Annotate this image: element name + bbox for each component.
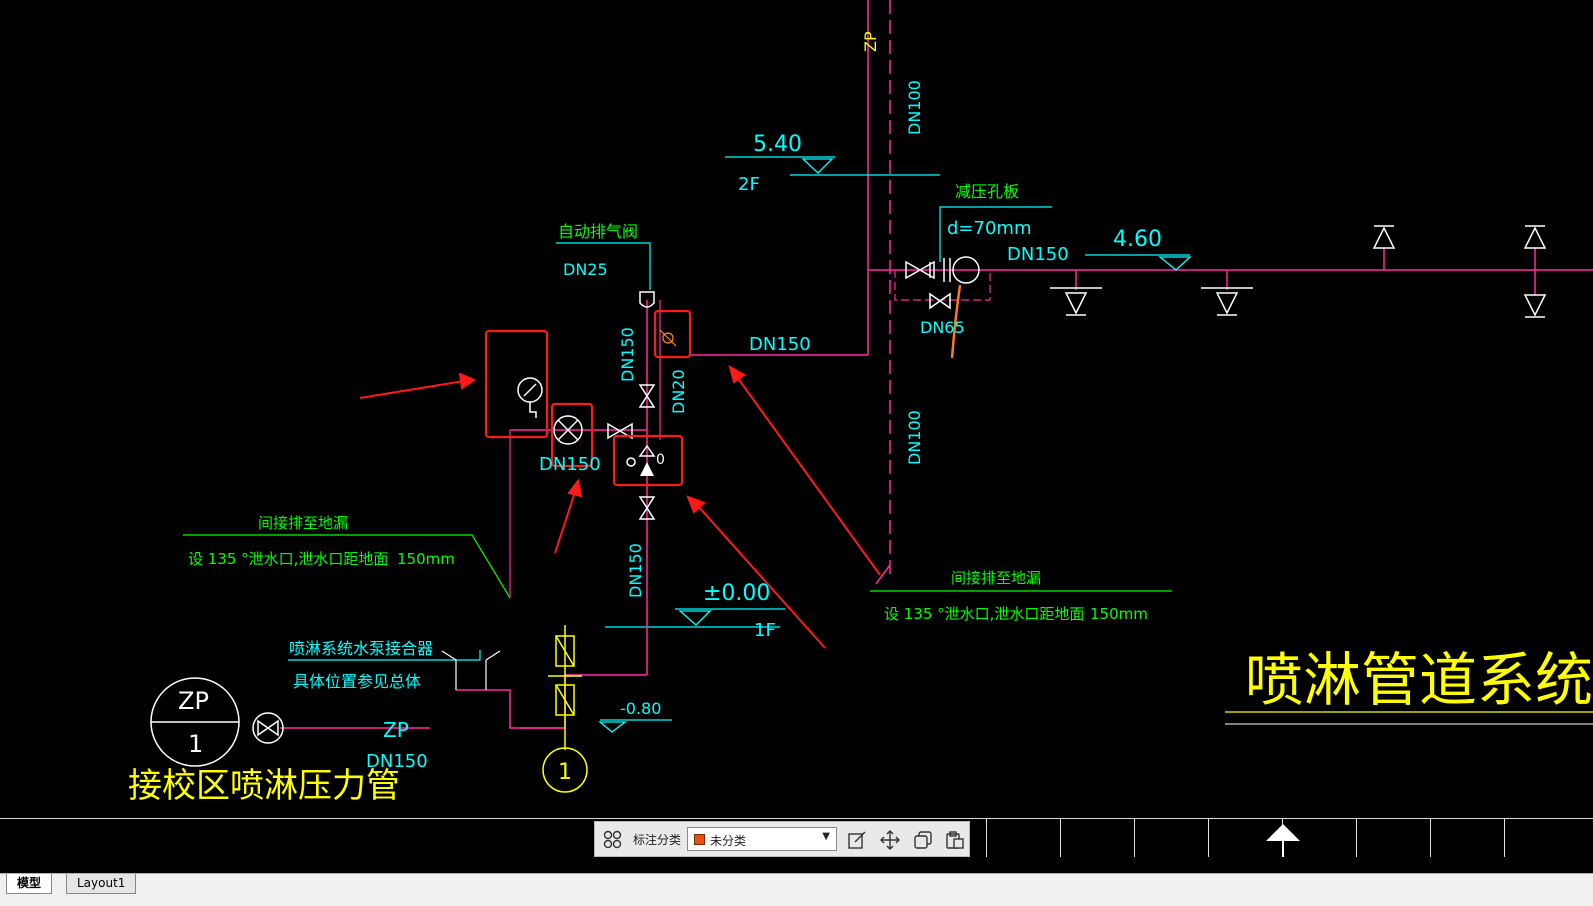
layout-tab-bar: 模型 Layout1 [0,873,1593,906]
circle-top-label: ZP [178,687,209,715]
level-000: ±0.00 [703,581,770,606]
status-cell[interactable] [1504,819,1593,857]
circle-bottom-label: 1 [188,730,203,758]
status-cell[interactable] [1356,819,1431,857]
orifice-leader [939,206,1052,262]
orifice-dia-label: d=70mm [947,218,1031,239]
zp-vertical-label: ZP [861,31,880,52]
sensor-mark: 0 [656,452,665,468]
drain-left-height: 150mm [397,550,455,568]
level-marks [598,156,1192,733]
tab-layout1[interactable]: Layout1 [66,874,137,894]
dn20-label: DN20 [669,369,688,414]
reducing-orifice-label: 减压孔板 [955,182,1019,201]
adapter-leader [288,650,481,661]
drain-left-leader [183,534,511,599]
air-valve-label: 自动排气阀 [558,222,638,241]
orange-mark [950,284,962,359]
level-460: 4.60 [1113,227,1162,252]
pump-adapter-label: 喷淋系统水泵接合器 [289,639,433,658]
dn25-label: DN25 [563,260,608,279]
dn150-main-label: DN150 [1007,244,1069,265]
bypass-loop [894,270,991,301]
category-color-swatch [694,834,705,845]
grid-icon[interactable] [603,830,623,850]
pump-adapter-note: 具体位置参见总体 [293,672,421,691]
zp-bottom-diagonal [875,564,891,585]
status-cell[interactable] [1134,819,1209,857]
main-valves [905,256,980,310]
tab-model[interactable]: 模型 [6,874,53,894]
riser-assembly [150,291,677,793]
drain-right-note: 设 135 °泄水口,泄水口距地面 [884,605,1084,623]
level-080: -0.80 [620,699,661,718]
annotation-category-value: 未分类 [710,834,747,848]
drain-right-title: 间接排至地漏 [951,569,1041,587]
status-cell[interactable] [986,819,1061,857]
dn150-lower-label: DN150 [626,543,645,598]
annotation-category-select[interactable]: 未分类 ▼ [687,827,837,851]
chevron-down-icon: ▼ [822,831,830,842]
status-cell[interactable] [1208,819,1283,857]
drawing-title: 喷淋管道系统原理 [1245,646,1593,714]
drain-left-title: 间接排至地漏 [258,514,348,532]
dn150-riser-label: DN150 [618,327,637,382]
air-valve-leader [556,242,651,290]
copy-icon[interactable] [913,830,933,850]
zp-pipe-label: ZP [383,718,409,742]
move-icon[interactable] [880,830,900,850]
status-strip: 标注分类 未分类 ▼ [0,818,1593,874]
dn65-label: DN65 [920,318,965,337]
drawing-canvas[interactable]: ZP DN100 DN100 5.40 2F 4.60 ±0.00 1F -0.… [0,0,1593,818]
annotation-category-label: 标注分类 [633,833,682,847]
highlight-boxes [484,309,692,487]
dn100-lower-label: DN100 [905,410,924,465]
drain-right-height: 150mm [1090,605,1148,623]
status-cell[interactable] [1060,819,1135,857]
campus-pipe-label: 接校区喷淋压力管 [128,766,400,806]
level-540: 5.40 [753,132,802,157]
paste-icon[interactable] [945,830,965,850]
dn150-branch-label: DN150 [749,334,811,355]
red-arrows [359,364,881,649]
floor-2f: 2F [738,174,760,195]
riser-number: 1 [558,760,572,785]
annotation-toolbar: 标注分类 未分类 ▼ [594,821,970,857]
dn100-upper-label: DN100 [905,80,924,135]
sprinkler-heads [1050,225,1547,318]
edit-note-icon[interactable] [847,830,867,850]
dn150-left-label: DN150 [539,454,601,475]
dn150-pipe-label: DN150 [366,751,428,772]
up-arrow-icon[interactable] [1264,821,1302,857]
status-cell[interactable] [1430,819,1505,857]
drain-left-note: 设 135 °泄水口,泄水口距地面 [188,550,388,568]
floor-1f: 1F [754,620,776,641]
